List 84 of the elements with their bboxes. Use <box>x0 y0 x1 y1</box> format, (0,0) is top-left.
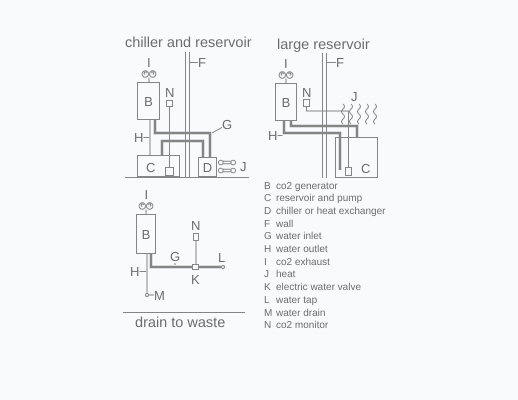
leader-line <box>276 135 283 136</box>
part-letter: G <box>222 118 232 131</box>
part-letter: C <box>146 161 156 174</box>
reservoir-box <box>335 137 378 178</box>
chiller-box <box>198 157 217 177</box>
part-letter: F <box>336 56 344 69</box>
part-letter: H <box>130 265 140 278</box>
pipe <box>154 120 212 157</box>
wall <box>185 52 190 177</box>
key-letter: C <box>264 194 272 204</box>
generator-box <box>137 82 160 120</box>
part-letter: L <box>218 251 226 264</box>
part-letter: N <box>302 86 312 99</box>
part-letter: G <box>170 250 180 263</box>
key-letter: K <box>264 283 271 294</box>
pipe <box>290 121 358 137</box>
key-letter: B <box>264 182 271 192</box>
pipe <box>199 266 221 268</box>
key-description: reservoir and pump <box>276 194 362 204</box>
sensor-box <box>303 99 310 107</box>
panel-title: chiller and reservoir <box>125 36 252 50</box>
wall <box>322 53 327 178</box>
key-letter: I <box>264 258 267 268</box>
key-letter: D <box>264 206 272 217</box>
part-letter: F <box>198 56 206 69</box>
pipe-end-circle <box>221 265 225 269</box>
key-description: chiller or heat exchanger <box>276 206 386 217</box>
part-letter: M <box>154 289 165 302</box>
leader-line <box>174 262 176 266</box>
key-description: co2 monitor <box>276 321 328 332</box>
key-letter: L <box>264 296 270 306</box>
pipe <box>160 140 204 157</box>
key-letter: H <box>264 245 272 255</box>
reservoir-box <box>137 155 180 177</box>
drain-pipe <box>146 254 148 294</box>
part-letter: D <box>202 160 212 174</box>
part-letter: I <box>147 56 151 69</box>
part-letter: K <box>191 273 200 286</box>
sensor-wire <box>306 106 349 168</box>
part-letter: J <box>240 160 246 173</box>
pipe-end-circle <box>145 293 149 297</box>
part-letter: N <box>165 86 174 99</box>
leader-line <box>142 137 150 138</box>
sensor-box <box>166 100 173 107</box>
part-letter: I <box>144 188 148 201</box>
key-description: co2 generator <box>276 182 338 192</box>
panel-title: large reservoir <box>277 38 370 52</box>
key-letter: G <box>264 232 272 242</box>
part-letter: B <box>142 228 150 240</box>
part-letter: N <box>191 219 200 232</box>
valve-symbol <box>192 264 199 270</box>
leader-line <box>138 271 146 272</box>
part-letter: J <box>351 90 358 103</box>
key-letter: F <box>264 220 270 230</box>
section-title: drain to waste <box>135 316 226 330</box>
part-letter: H <box>134 131 144 144</box>
part-letter: B <box>144 94 153 108</box>
pipe <box>282 121 342 137</box>
part-letter: B <box>282 96 290 108</box>
leader-line <box>326 62 336 63</box>
key-description: electric water valve <box>276 283 362 294</box>
probe-box <box>165 167 174 176</box>
part-letter: C <box>361 162 370 175</box>
generator-box <box>136 214 156 254</box>
pipe <box>150 254 192 268</box>
key-description: co2 exhaust <box>276 258 330 268</box>
sensor-box <box>193 233 199 241</box>
key-description: water tap <box>276 296 318 306</box>
key-description: heat <box>276 270 296 280</box>
key-description: water drain <box>276 308 326 318</box>
key-description: water inlet <box>276 232 322 242</box>
key-description: water outlet <box>276 245 328 255</box>
probe-box <box>345 167 352 176</box>
sensor-wire <box>169 106 170 168</box>
part-letter: I <box>284 57 288 70</box>
key-description: wall <box>276 220 294 230</box>
leader-line <box>148 294 154 296</box>
leader-line <box>190 62 198 63</box>
key-letter: N <box>264 321 272 332</box>
key-letter: M <box>264 308 272 318</box>
part-letter: H <box>268 129 278 142</box>
key-letter: J <box>264 270 269 280</box>
leader-line <box>212 126 222 134</box>
generator-box <box>275 83 297 121</box>
